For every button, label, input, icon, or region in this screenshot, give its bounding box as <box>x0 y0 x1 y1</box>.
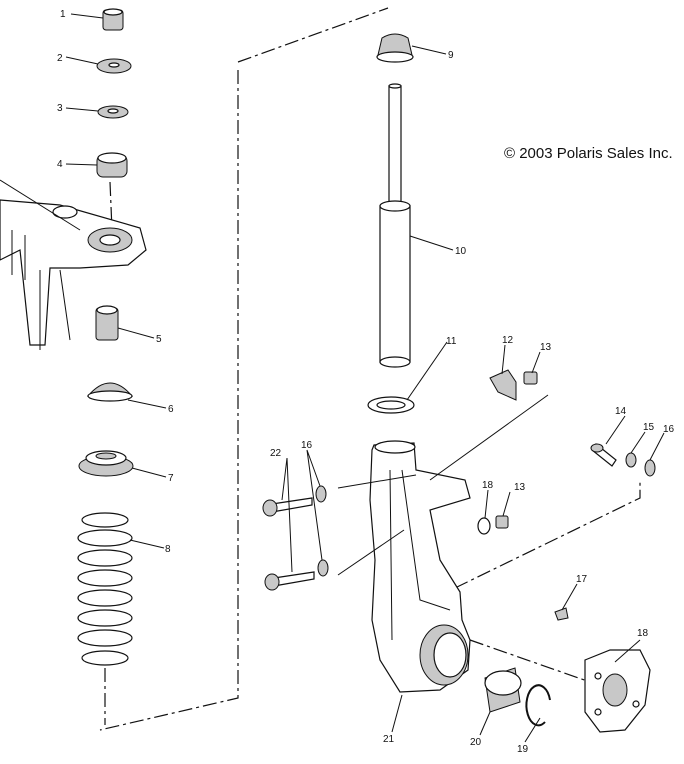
part-13-nut-upper <box>523 371 538 385</box>
part-2-washer <box>96 58 132 74</box>
callout-18-washer: 18 <box>482 480 494 491</box>
part-22-bolt-upper <box>262 497 313 517</box>
callout-16-right: 16 <box>663 424 675 435</box>
part-16-washer-lower <box>317 559 329 577</box>
part-9-top-bushing <box>376 33 414 63</box>
callout-13-lower: 13 <box>514 482 526 493</box>
leader-lines <box>65 13 665 743</box>
part-21-knuckle <box>369 440 471 693</box>
part-1-nut <box>102 8 124 31</box>
callout-10: 10 <box>455 246 467 257</box>
callout-6: 6 <box>168 404 174 415</box>
part-3-washer <box>97 105 129 119</box>
callout-16-left: 16 <box>301 440 313 451</box>
part-11-washer <box>367 396 415 414</box>
part-6-spring-seat <box>86 382 134 402</box>
callout-9: 9 <box>448 50 454 61</box>
callout-11: 11 <box>446 336 457 347</box>
part-12-clamp <box>489 369 517 401</box>
part-10-strut <box>379 83 411 368</box>
callout-13-upper: 13 <box>540 342 552 353</box>
frame-mount-bracket <box>0 179 147 350</box>
copyright-notice: © 2003 Polaris Sales Inc. <box>504 145 673 162</box>
part-18-caliper <box>584 649 651 733</box>
part-5-spacer <box>95 305 119 341</box>
callout-3: 3 <box>57 103 63 114</box>
part-19-snap-ring <box>525 684 551 727</box>
part-14-bolt <box>590 443 617 467</box>
callout-1: 1 <box>60 9 66 20</box>
callout-2: 2 <box>57 53 63 64</box>
callout-21: 21 <box>383 734 395 745</box>
part-18-washer <box>477 517 491 535</box>
callout-5: 5 <box>156 334 162 345</box>
part-4-bushing <box>96 152 128 178</box>
callout-20: 20 <box>470 737 482 748</box>
callout-4: 4 <box>57 159 63 170</box>
part-15-washer <box>625 452 637 468</box>
callout-8: 8 <box>165 544 171 555</box>
part-7-spring-retainer <box>78 450 134 477</box>
callout-22: 22 <box>270 448 282 459</box>
callout-15: 15 <box>643 422 655 433</box>
part-22-bolt-lower <box>264 571 315 591</box>
part-8-coil-spring <box>77 512 133 666</box>
assembly-outline-left <box>99 70 239 731</box>
centerline-hub <box>469 639 591 683</box>
part-17-grease-fitting <box>554 607 569 621</box>
part-20-bearing <box>484 667 522 713</box>
callout-18-caliper: 18 <box>637 628 649 639</box>
assembly-outline-right <box>454 482 641 589</box>
part-16-washer-upper <box>315 485 327 503</box>
callout-17: 17 <box>576 574 588 585</box>
callout-14: 14 <box>615 406 627 417</box>
assembly-outline-top <box>237 7 389 63</box>
callout-19: 19 <box>517 744 529 755</box>
callout-7: 7 <box>168 473 174 484</box>
callout-12: 12 <box>502 335 514 346</box>
part-16-washer-right <box>644 459 656 477</box>
part-13-nut-lower <box>495 515 509 529</box>
